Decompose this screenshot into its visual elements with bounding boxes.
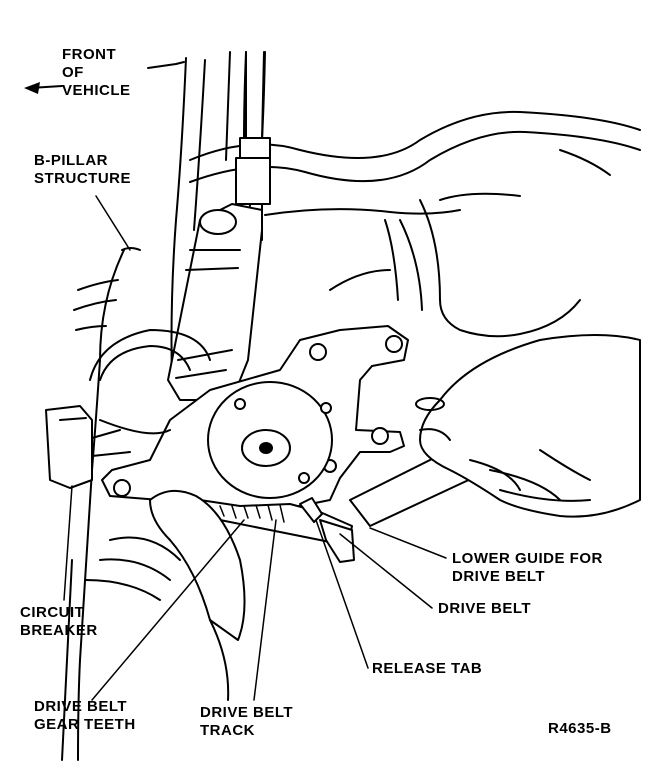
b-pillar-label: B-PILLAR STRUCTURE xyxy=(34,152,131,188)
gear-teeth-label: DRIVE BELT GEAR TEETH xyxy=(34,698,136,734)
belt-track-label-line-1: DRIVE BELT xyxy=(200,704,294,721)
right-hand xyxy=(349,334,641,527)
front-label-line-1: FRONT xyxy=(62,46,117,63)
release-tab-label: RELEASE TAB xyxy=(372,660,483,677)
lower-guide-label-line-1: LOWER GUIDE FOR xyxy=(452,550,603,567)
lower-guide-label: LOWER GUIDE FOR DRIVE BELT xyxy=(452,550,603,586)
belt-track-label-line-2: TRACK xyxy=(200,722,255,739)
b-pillar-label-line-1: B-PILLAR xyxy=(34,152,108,169)
gear-teeth-label-line-2: GEAR TEETH xyxy=(34,716,136,733)
front-label-line-3: VEHICLE xyxy=(62,82,131,99)
front-of-vehicle-label: FRONT OF VEHICLE xyxy=(62,46,131,100)
left-hand xyxy=(85,489,246,701)
belt-track-label: DRIVE BELT TRACK xyxy=(200,704,293,740)
b-pillar-label-line-2: STRUCTURE xyxy=(34,170,131,187)
circuit-breaker-label-line-1: CIRCUIT xyxy=(20,604,85,621)
front-label-line-2: OF xyxy=(62,64,84,81)
gear-housing xyxy=(207,381,333,499)
motor-body xyxy=(167,203,263,401)
figure-id-label: R4635-B xyxy=(548,720,612,737)
drive-belt-label: DRIVE BELT xyxy=(438,600,532,617)
lower-guide-label-line-2: DRIVE BELT xyxy=(452,568,546,585)
window-cable xyxy=(235,51,271,241)
gear-teeth-label-line-1: DRIVE BELT xyxy=(34,698,128,715)
circuit-breaker-label: CIRCUIT BREAKER xyxy=(20,604,98,640)
circuit-breaker-label-line-2: BREAKER xyxy=(20,622,98,639)
leader-lines xyxy=(63,195,447,701)
circuit-breaker xyxy=(45,329,211,489)
arrow-left-icon xyxy=(24,82,63,94)
door-inner-panel xyxy=(73,110,641,338)
